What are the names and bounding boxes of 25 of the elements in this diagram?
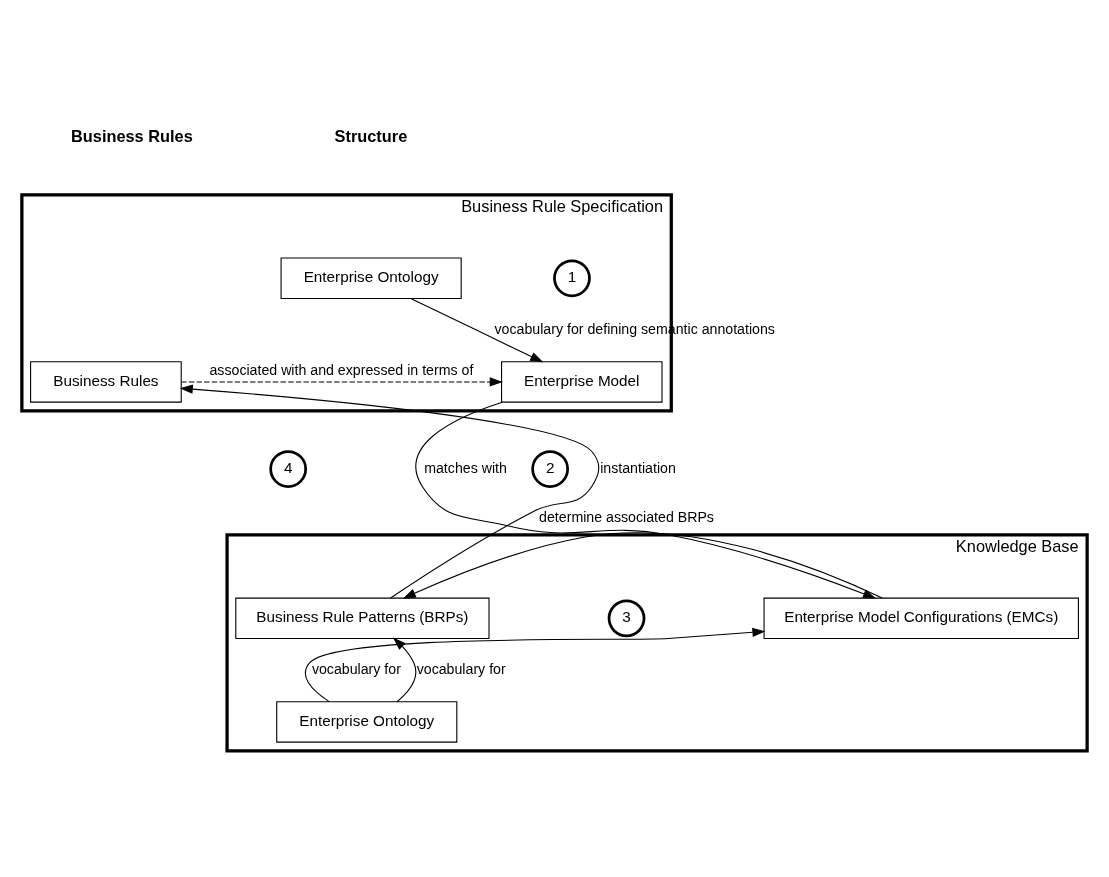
- edge-label: matches with: [424, 459, 507, 476]
- arrow: [415, 401, 877, 599]
- arrow: [179, 384, 600, 598]
- node-box: Enterprise Ontology: [280, 257, 462, 299]
- node-circle: 1: [553, 258, 591, 297]
- label: Structure: [334, 126, 408, 145]
- arrow: [410, 297, 544, 362]
- node-circle: 2: [531, 449, 569, 488]
- edge-label: instantiation: [600, 459, 676, 476]
- node-circle: 4: [269, 449, 308, 488]
- edge-label: vocabulary for: [311, 660, 401, 677]
- edge-label: associated with and expressed in terms of: [209, 361, 474, 378]
- node-box: Enterprise Model Configurations (EMCs): [763, 597, 1079, 639]
- node-box: Business Rules: [30, 360, 182, 403]
- arrow: [180, 376, 503, 387]
- label: Business Rules: [70, 126, 193, 145]
- node-box: Enterprise Model: [501, 360, 663, 403]
- node-circle: 3: [607, 598, 646, 637]
- arrow: [304, 627, 766, 702]
- node-box: Business Rule Patterns (BRPs): [235, 597, 490, 639]
- edge-label: vocabulary for: [416, 660, 506, 677]
- arrow: [402, 531, 883, 599]
- arrow: [392, 637, 417, 702]
- node-box: Enterprise Ontology: [276, 700, 458, 743]
- edge-label: determine associated BRPs: [539, 508, 714, 525]
